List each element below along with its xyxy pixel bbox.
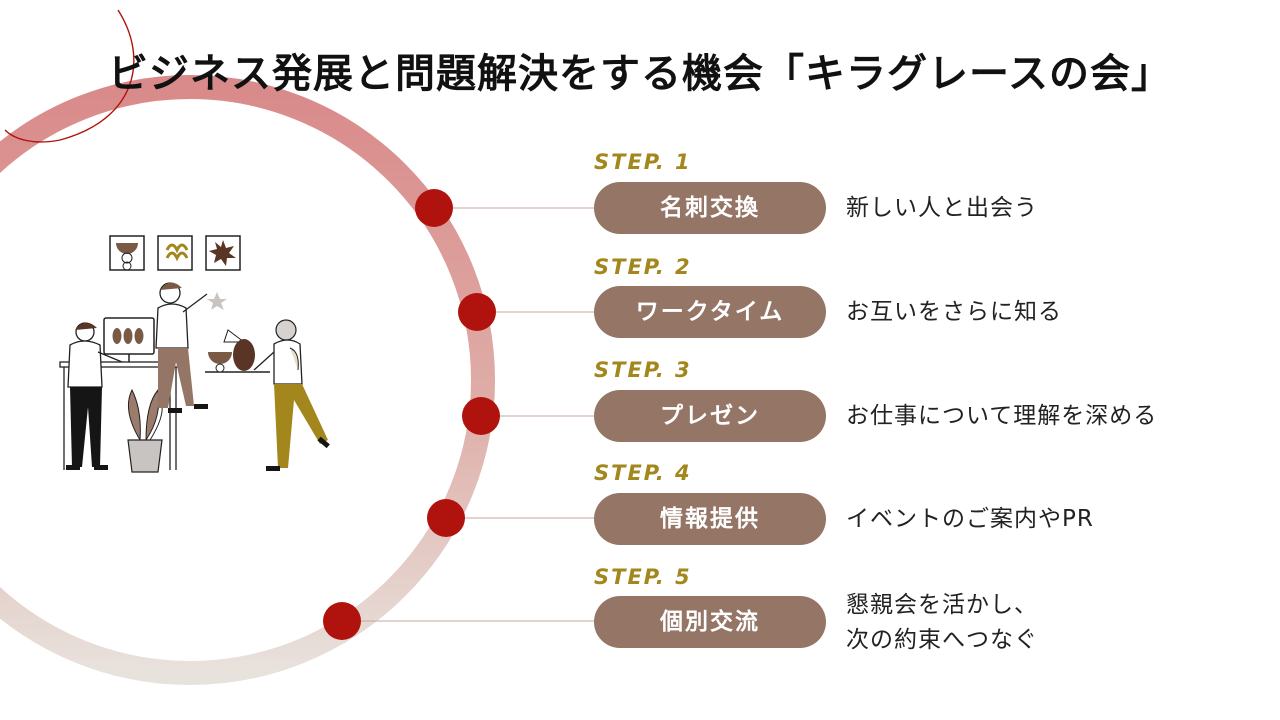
step-description-5-line-1: 懇親会を活かし、 (846, 592, 1038, 618)
step-label-5: STEP. 5 (594, 565, 692, 589)
ring (0, 75, 495, 685)
step-description-2: お互いをさらに知る (846, 299, 1062, 325)
step-label-1: STEP. 1 (594, 150, 692, 174)
step-description-1: 新しい人と出会う (846, 195, 1038, 221)
step-pill-2: ワークタイム (594, 286, 826, 338)
people-collaborating-illustration (59, 235, 330, 473)
decorative-arc (4, 9, 135, 143)
step-label-2: STEP. 2 (594, 255, 692, 279)
step-dot-2 (458, 293, 496, 331)
step-label-3: STEP. 3 (594, 358, 692, 382)
step-description-5-line-2: 次の約束へつなぐ (846, 627, 1038, 653)
step-pill-3: プレゼン (594, 390, 826, 442)
step-pill-4: 情報提供 (594, 493, 826, 545)
step-dot-5 (323, 602, 361, 640)
step-description-3: お仕事について理解を深める (846, 403, 1158, 429)
step-label-4: STEP. 4 (594, 461, 692, 485)
step-dot-3 (462, 397, 500, 435)
page-title: ビジネス発展と問題解決をする機会「キラグレースの会」 (108, 51, 1172, 97)
step-pill-5: 個別交流 (594, 596, 826, 648)
step-dot-1 (415, 189, 453, 227)
step-description-4: イベントのご案内やPR (846, 506, 1094, 532)
step-pill-1: 名刺交換 (594, 182, 826, 234)
step-dot-4 (427, 499, 465, 537)
